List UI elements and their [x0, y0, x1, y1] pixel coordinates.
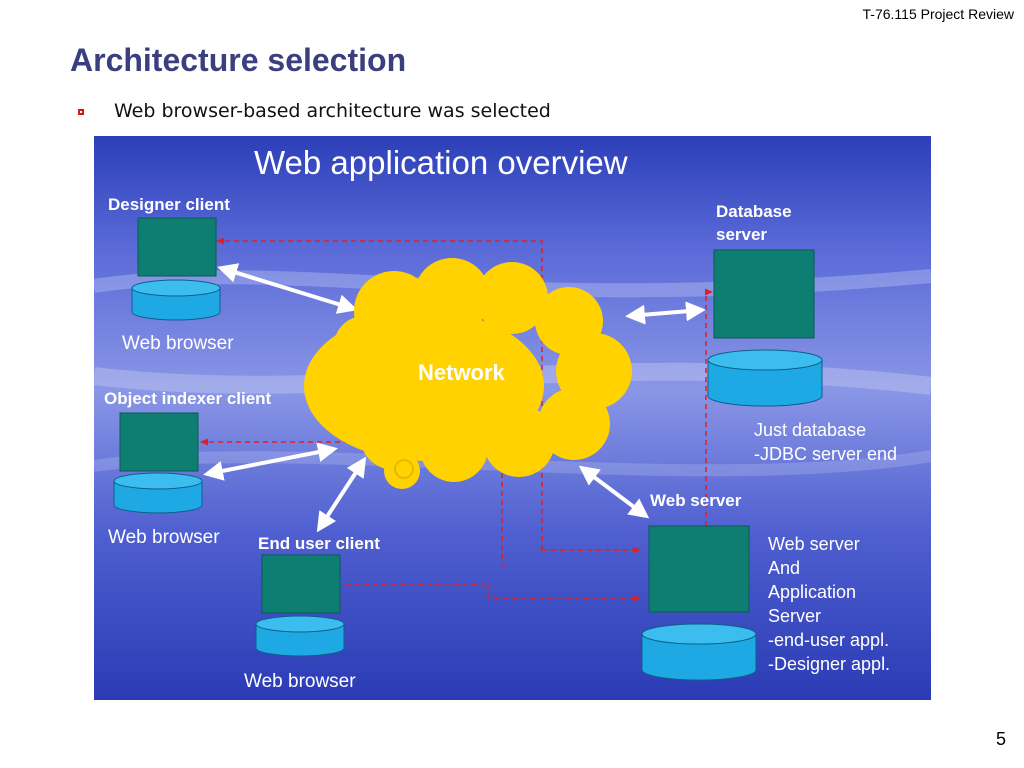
database-server-box [713, 249, 815, 339]
web-server-desc-3: Application [768, 582, 856, 602]
link-database-network [625, 301, 706, 325]
cloud-swirl-icon [394, 459, 414, 479]
network-cloud [304, 258, 632, 489]
database-server-cylinder [707, 349, 823, 407]
indexer-client-browser: Web browser [108, 527, 220, 548]
enduser-client-label: End user client [258, 534, 380, 553]
designer-client-cylinder [131, 279, 221, 321]
indexer-client-label: Object indexer client [104, 389, 272, 408]
web-server-desc-1: Web server [768, 534, 860, 554]
architecture-diagram: Web application overview Network Designe… [94, 136, 931, 700]
web-server-desc-2: And [768, 558, 800, 578]
indexer-client-box [119, 412, 199, 472]
designer-client-box [137, 217, 217, 277]
enduser-client-cylinder [255, 615, 345, 657]
network-label: Network [418, 360, 506, 385]
web-server-desc-5: -end-user appl. [768, 630, 889, 650]
link-designer-network [217, 263, 358, 314]
web-server-desc-6: -Designer appl. [768, 654, 890, 674]
database-server-desc-1: Just database [754, 420, 866, 440]
enduser-client-browser: Web browser [244, 671, 356, 692]
link-indexer-network [203, 442, 338, 481]
page-number: 5 [995, 729, 1006, 749]
slide-title: Architecture selection [70, 42, 407, 78]
enduser-client-box [261, 554, 341, 614]
database-server-label-1: Database [716, 202, 792, 221]
bullet-item: Web browser-based architecture was selec… [78, 100, 551, 122]
bullet-marker-icon [78, 109, 84, 115]
indexer-client-cylinder [113, 472, 203, 514]
web-server-desc-4: Server [768, 606, 821, 626]
web-server-box [648, 525, 750, 613]
slide-header: T-76.115 Project Review [862, 6, 1014, 22]
web-server-label: Web server [650, 491, 742, 510]
link-enduser-network [316, 456, 367, 533]
database-server-label-2: server [716, 225, 767, 244]
designer-client-label: Designer client [108, 195, 230, 214]
database-server-desc-2: -JDBC server end [754, 444, 897, 464]
link-webserver-network [578, 465, 650, 519]
diagram-title: Web application overview [254, 144, 628, 181]
designer-client-browser: Web browser [122, 333, 234, 354]
bullet-text: Web browser-based architecture was selec… [114, 100, 551, 122]
dashed-link-database [704, 288, 713, 526]
web-server-cylinder [641, 623, 757, 681]
